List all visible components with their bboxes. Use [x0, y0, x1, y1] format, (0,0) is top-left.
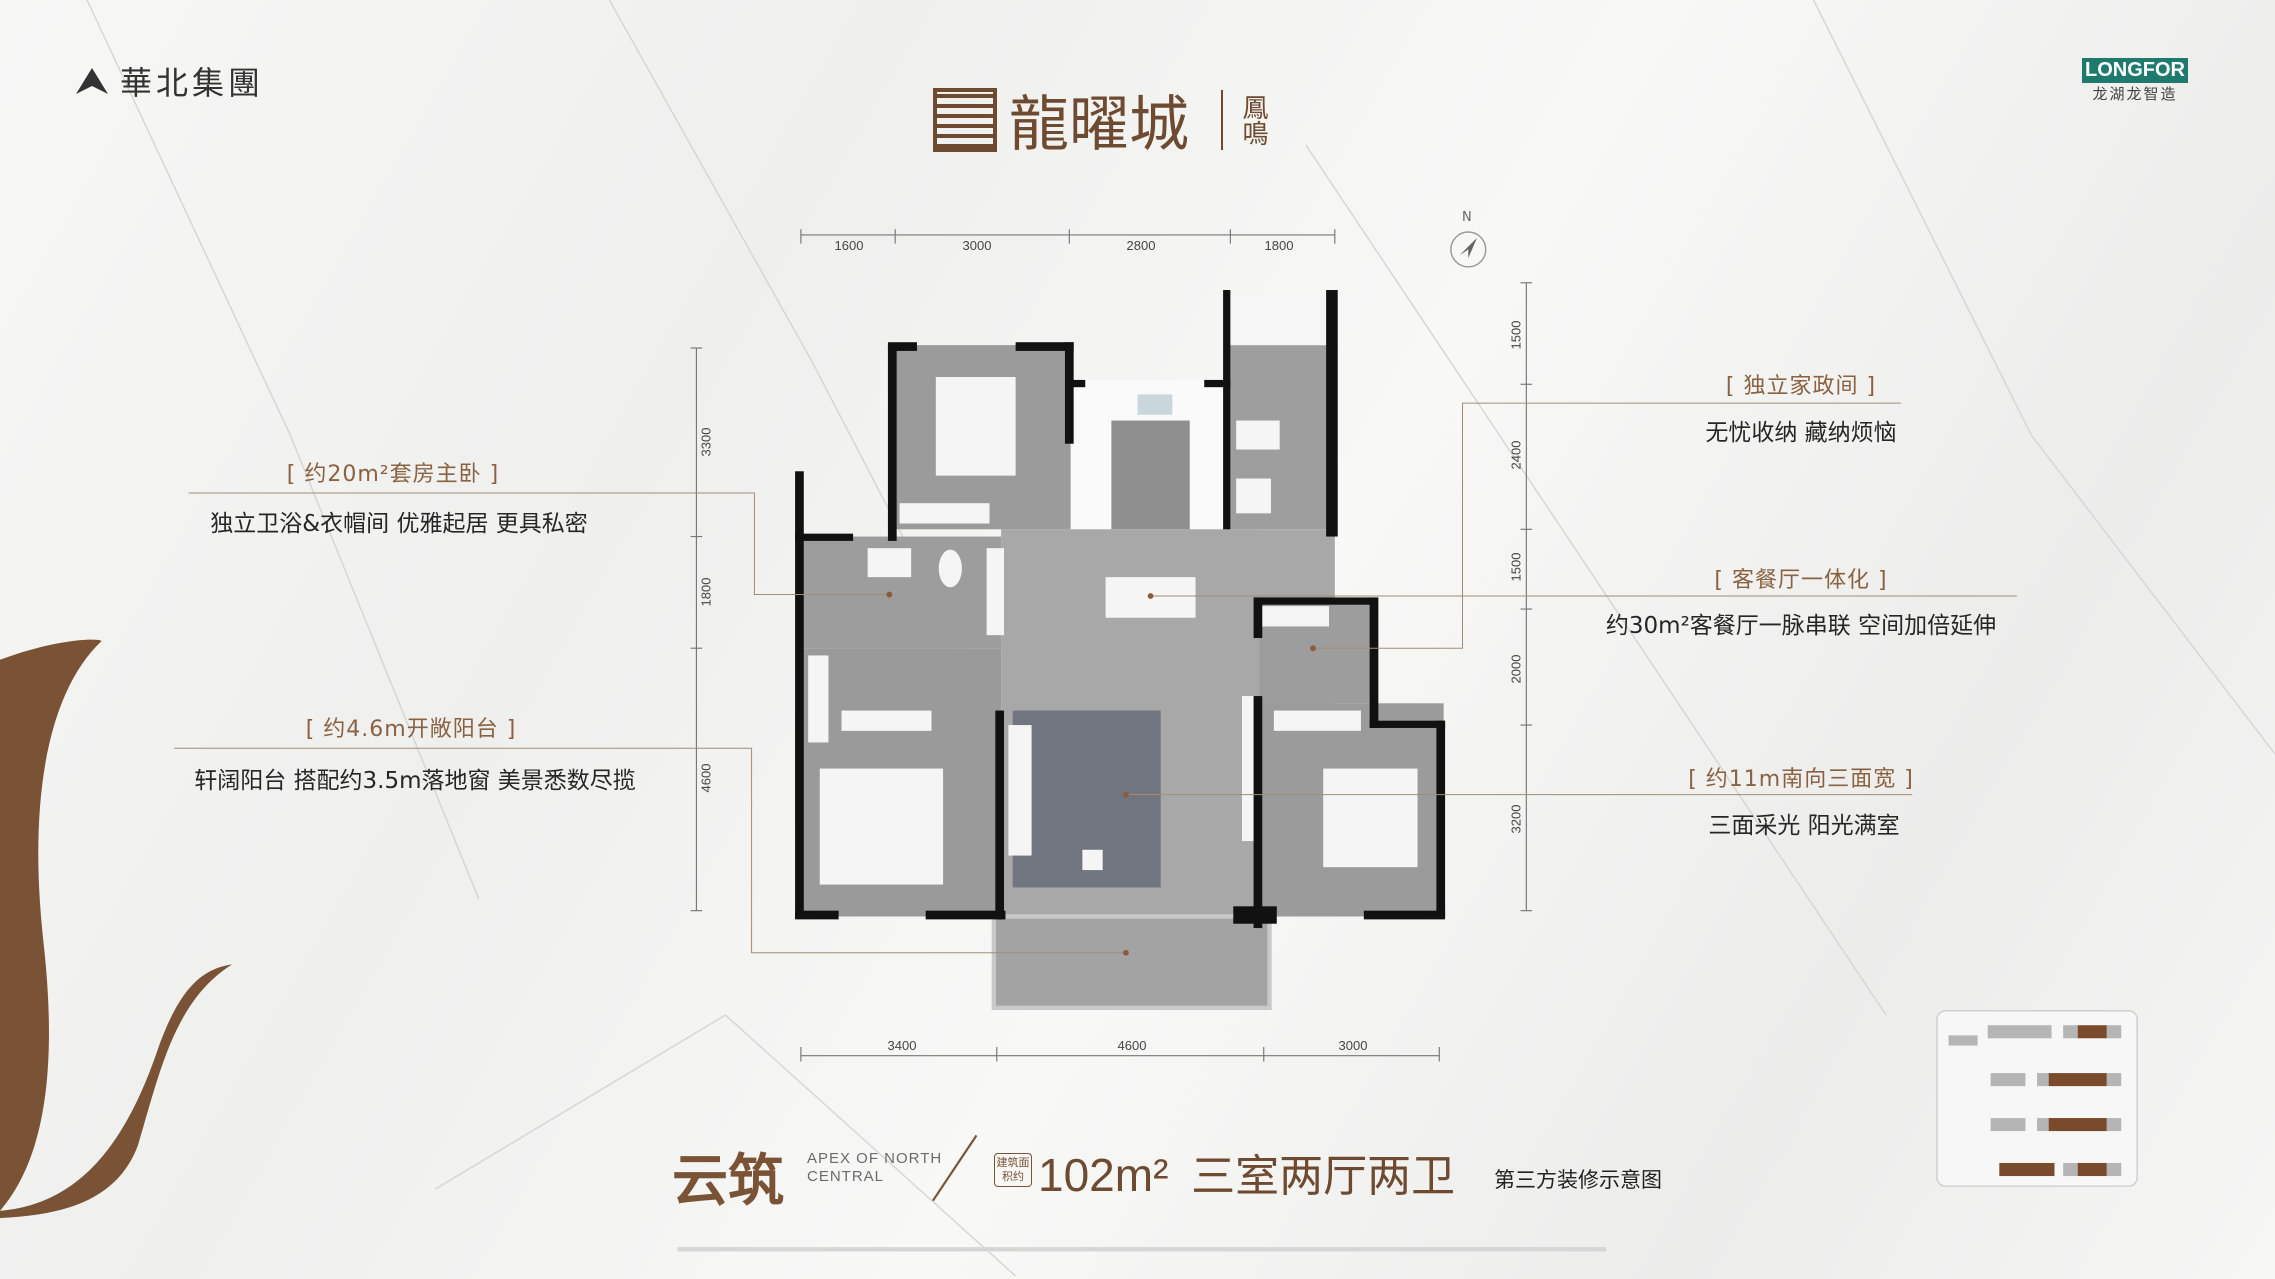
- ac-platform: [1226, 297, 1332, 346]
- annotation-utility-title: [ 独立家政间 ]: [1725, 374, 1877, 399]
- marble-veins: [86, 0, 2275, 1277]
- dimension-lines: [690, 229, 1533, 1062]
- footer-divider: [932, 1134, 978, 1202]
- area-badge: 建筑面积约: [994, 1153, 1032, 1187]
- compass-label: N: [1462, 210, 1472, 225]
- compass-icon: [1450, 231, 1487, 268]
- unit-area-layout: 102m² 三室两厅两卫: [1038, 1140, 1455, 1204]
- disclaimer-fineprint: [677, 1247, 1607, 1252]
- dim-top-2: 3000: [962, 238, 992, 253]
- developer-logo: 華北集團: [74, 58, 264, 104]
- annotation-master-suite-title: [ 约20m²套房主卧 ]: [286, 462, 500, 487]
- walls: [795, 290, 1446, 929]
- furniture: [808, 377, 1418, 885]
- project-logo: 龍曜城 鳳鳴: [933, 76, 1272, 163]
- dim-top-3: 2800: [1126, 238, 1156, 253]
- render-note: 第三方装修示意图: [1494, 1168, 1662, 1192]
- dim-left-1: 3300: [698, 427, 714, 457]
- annotation-south-title: [ 约11m南向三面宽 ]: [1688, 767, 1914, 792]
- dim-left-2: 1800: [698, 577, 714, 607]
- dim-right-2: 2400: [1508, 440, 1524, 470]
- unit-name: 云筑: [672, 1149, 784, 1214]
- unit-english-name: APEX OF NORTH CENTRAL: [807, 1150, 943, 1185]
- annotation-balcony-desc: 轩阔阳台 搭配约3.5m落地窗 美景悉数尽揽: [194, 768, 636, 794]
- annotation-master-suite-desc: 独立卫浴&衣帽间 优雅起居 更具私密: [210, 511, 588, 537]
- leader-lines: [174, 402, 2017, 954]
- dim-bottom-1: 3400: [887, 1038, 917, 1053]
- annotation-utility-desc: 无忧收纳 藏纳烦恼: [1705, 420, 1897, 446]
- dim-left-3: 4600: [698, 763, 714, 793]
- annotation-south-desc: 三面采光 阳光满室: [1708, 813, 1900, 839]
- brand-swoosh: [0, 639, 102, 1211]
- key-plan-minimap: [1936, 1010, 2138, 1187]
- dim-bottom-3: 3000: [1338, 1038, 1368, 1053]
- brand-swoosh-2: [0, 964, 233, 1219]
- annotation-living-title: [ 客餐厅一体化 ]: [1714, 568, 1888, 593]
- dim-top-4: 1800: [1264, 238, 1294, 253]
- annotation-balcony-title: [ 约4.6m开敞阳台 ]: [305, 717, 517, 742]
- balcony: [991, 914, 1272, 1011]
- dim-top-1: 1600: [834, 238, 864, 253]
- unit-layout: 三室两厅两卫: [1191, 1151, 1456, 1202]
- dim-right-1: 1500: [1508, 320, 1524, 350]
- unit-area: 102m²: [1038, 1149, 1169, 1201]
- dim-right-3: 1500: [1508, 552, 1524, 582]
- brand-logo: LONGFOR 龙湖龙智造: [2082, 58, 2188, 104]
- dim-right-5: 3200: [1508, 804, 1524, 834]
- dim-right-4: 2000: [1508, 654, 1524, 684]
- dim-bottom-2: 4600: [1117, 1038, 1147, 1053]
- leader-dots: [886, 591, 1316, 956]
- annotation-living-desc: 约30m²客餐厅一脉串联 空间加倍延伸: [1605, 613, 1997, 639]
- project-seal-icon: [933, 87, 997, 152]
- mountain-logo-icon: [76, 68, 108, 94]
